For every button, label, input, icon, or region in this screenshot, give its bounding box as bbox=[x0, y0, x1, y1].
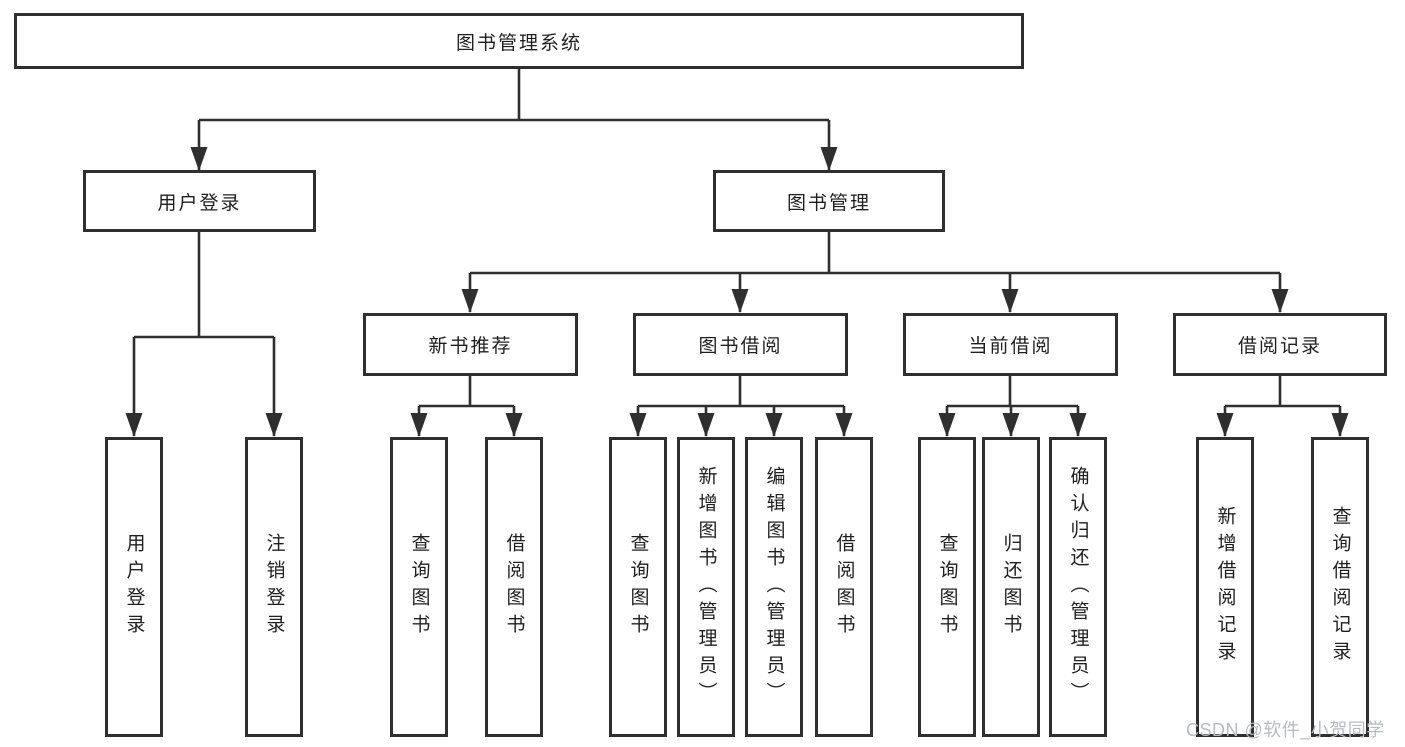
node-label: 新增图书（管理员） bbox=[695, 465, 717, 709]
leaf-add-borrow-record: 新增借阅记录 bbox=[1196, 437, 1254, 737]
leaf-query-book-3: 查询图书 bbox=[918, 437, 976, 737]
node-label: 图书管理 bbox=[786, 192, 871, 214]
node-label: 图书借阅 bbox=[698, 336, 783, 357]
leaf-query-book-1: 查询图书 bbox=[390, 437, 448, 737]
leaf-borrow-book-2: 借阅图书 bbox=[815, 437, 873, 737]
node-label: 新书推荐 bbox=[428, 336, 513, 357]
leaf-query-borrow-record: 查询借阅记录 bbox=[1311, 437, 1369, 737]
node-label: 借阅记录 bbox=[1237, 336, 1322, 357]
node-label: 用户登录 bbox=[157, 192, 242, 214]
node-book-borrow: 图书借阅 bbox=[633, 313, 848, 376]
leaf-confirm-return-admin: 确认归还（管理员） bbox=[1049, 437, 1107, 737]
node-borrow-record: 借阅记录 bbox=[1173, 313, 1387, 376]
node-label: 查询图书 bbox=[627, 533, 649, 641]
node-label: 当前借阅 bbox=[968, 336, 1053, 357]
node-label: 查询图书 bbox=[408, 533, 430, 641]
leaf-edit-book-admin: 编辑图书（管理员） bbox=[745, 437, 803, 737]
node-label: 查询图书 bbox=[936, 533, 958, 641]
node-label: 用户登录 bbox=[123, 533, 145, 641]
node-user-login: 用户登录 bbox=[83, 170, 316, 232]
node-new-book-recommend: 新书推荐 bbox=[363, 313, 578, 376]
node-label: 查询借阅记录 bbox=[1329, 506, 1351, 668]
node-label: 编辑图书（管理员） bbox=[763, 465, 785, 709]
node-book-management: 图书管理 bbox=[713, 170, 945, 232]
node-label: 归还图书 bbox=[1000, 533, 1022, 641]
leaf-add-book-admin: 新增图书（管理员） bbox=[677, 437, 735, 737]
leaf-query-book-2: 查询图书 bbox=[609, 437, 667, 737]
csdn-watermark: CSDN @软件_小贺同学 bbox=[1186, 720, 1385, 740]
node-label: 借阅图书 bbox=[503, 533, 525, 641]
leaf-return-book: 归还图书 bbox=[982, 437, 1040, 737]
node-label: 确认归还（管理员） bbox=[1067, 465, 1089, 709]
node-label: 图书管理系统 bbox=[455, 32, 582, 54]
leaf-user-login: 用户登录 bbox=[105, 437, 163, 737]
node-label: 新增借阅记录 bbox=[1214, 506, 1236, 668]
leaf-logout: 注销登录 bbox=[245, 437, 303, 737]
node-label: 注销登录 bbox=[263, 533, 285, 641]
node-current-borrow: 当前借阅 bbox=[903, 313, 1118, 376]
leaf-borrow-book-1: 借阅图书 bbox=[485, 437, 543, 737]
node-root-system: 图书管理系统 bbox=[14, 13, 1024, 69]
node-label: 借阅图书 bbox=[833, 533, 855, 641]
